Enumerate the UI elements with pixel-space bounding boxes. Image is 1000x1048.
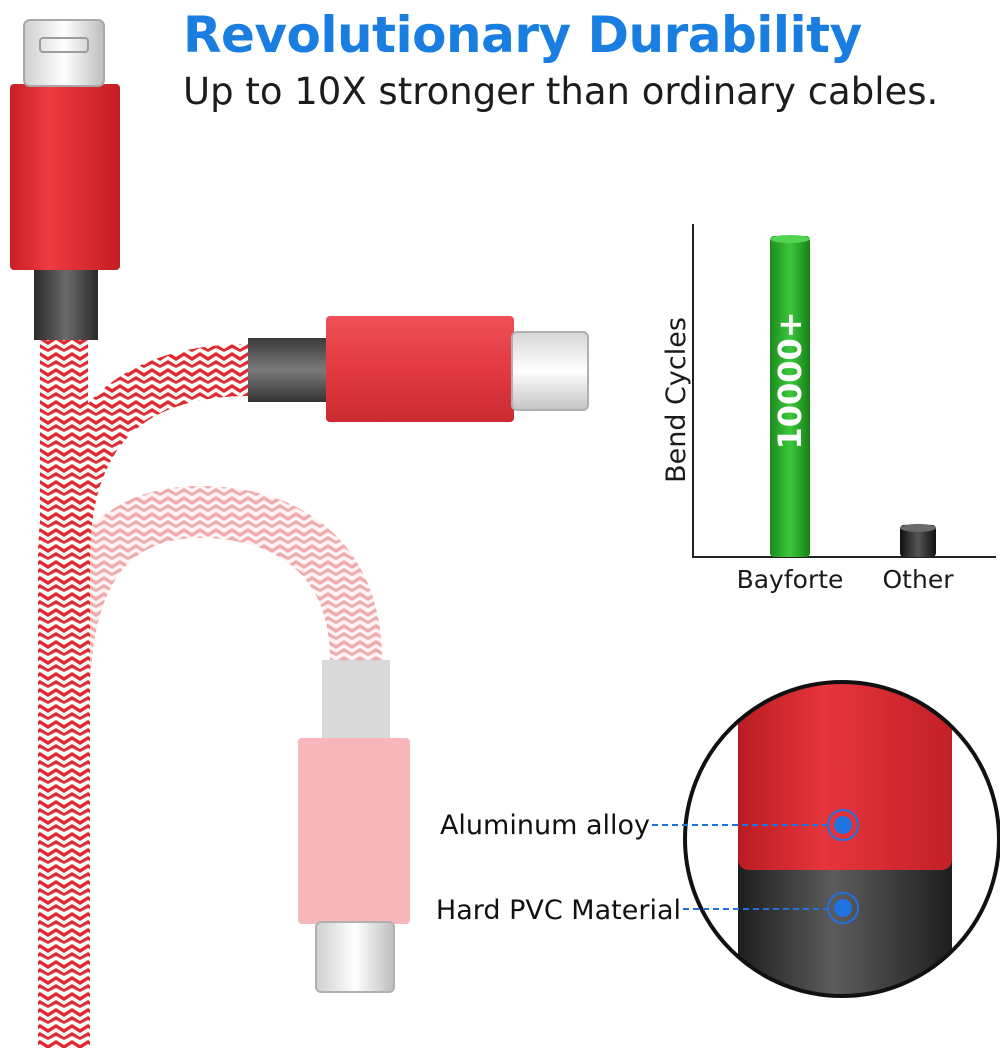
bent-cable [37,316,589,1048]
page-subtitle: Up to 10X stronger than ordinary cables. [183,70,939,113]
x-tick-label-bayforte: Bayforte [737,565,844,594]
bar-cap-bayforte [770,235,810,243]
aluminum-pointer-icon [827,809,859,841]
y-axis-label: Bend Cycles [661,317,692,483]
durability-chart: 10000+ Bend Cycles Bayforte Other [661,224,996,594]
bar-cap-other [900,523,936,532]
page-title: Revolutionary Durability [183,6,862,64]
ghost-cable [38,485,410,1048]
callout-pvc: Hard PVC Material [436,892,859,926]
bar-data-label-bayforte: 10000+ [771,311,809,449]
bar-other [900,524,936,557]
x-tick-label-other: Other [883,565,955,594]
callout-aluminum-label: Aluminum alloy [440,810,650,841]
pvc-pointer-icon [827,892,859,924]
callout-aluminum: Aluminum alloy [440,809,859,841]
bar-bayforte [770,236,810,557]
callout-pvc-label: Hard PVC Material [436,895,681,926]
